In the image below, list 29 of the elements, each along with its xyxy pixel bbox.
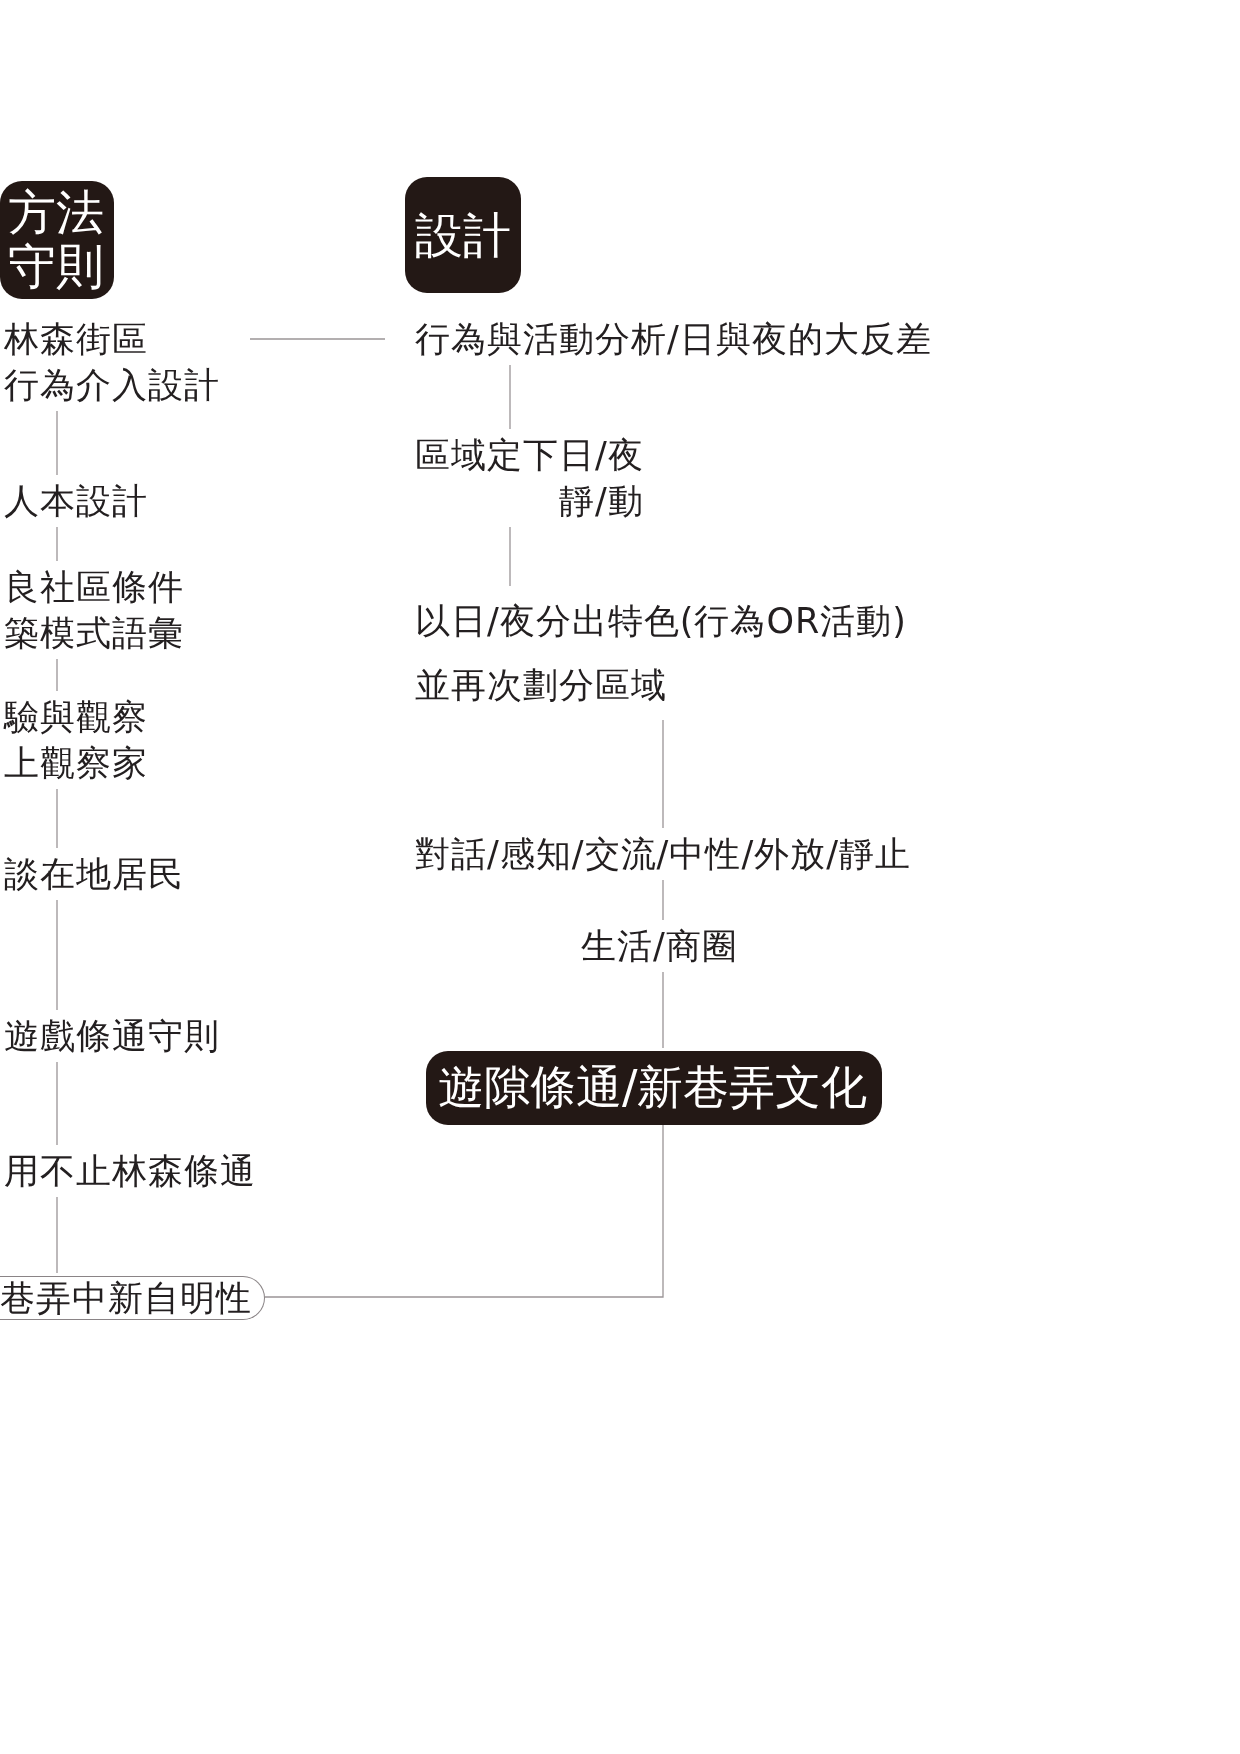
connector-line xyxy=(56,899,58,1011)
step-text: 談在地居民 xyxy=(4,851,184,897)
connector-line xyxy=(56,788,58,849)
connector-line xyxy=(56,526,58,562)
step-text: 人本設計 xyxy=(4,478,148,524)
step-text: 對話/感知/交流/中性/外放/靜止 xyxy=(415,831,911,877)
step-text: 驗與觀察上觀察家 xyxy=(4,694,148,786)
connector-line xyxy=(509,526,511,587)
connector-line xyxy=(662,719,664,829)
connector-line xyxy=(56,1196,58,1274)
result-pill: 遊隙條通/新巷弄文化 xyxy=(426,1051,882,1125)
connector-line xyxy=(662,879,664,921)
connector-line xyxy=(249,338,386,340)
connector-line xyxy=(509,364,511,430)
step-text: 良社區條件築模式語彙 xyxy=(4,564,184,656)
step-text: 林森街區行為介入設計 xyxy=(4,316,220,408)
step-text: 生活/商圈 xyxy=(581,923,738,969)
connector-line xyxy=(662,971,664,1049)
connector-line xyxy=(56,1061,58,1146)
heading-box: 設計 xyxy=(405,177,521,293)
connector-line xyxy=(264,1124,664,1298)
step-text: 行為與活動分析/日與夜的大反差 xyxy=(415,316,932,362)
connector-line xyxy=(56,658,58,692)
step-text: 區域定下日/夜靜/動 xyxy=(415,432,644,524)
step-text: 用不止林森條通 xyxy=(4,1148,256,1194)
heading-box: 方法守則 xyxy=(0,181,114,299)
step-text: 以日/夜分出特色(行為OR活動)並再次劃分區域 xyxy=(415,589,907,717)
connector-line xyxy=(56,410,58,476)
step-text: 遊戲條通守則 xyxy=(4,1013,220,1059)
